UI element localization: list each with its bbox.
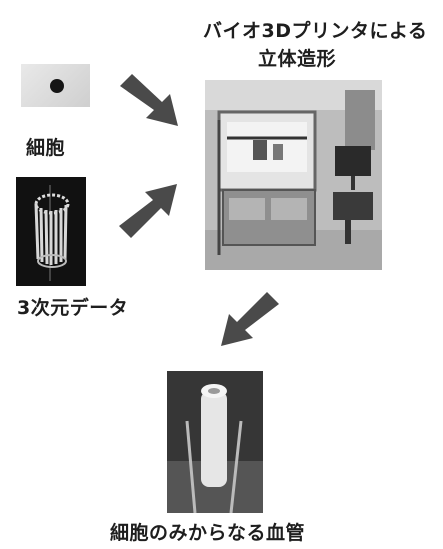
vessel-label: 細胞のみからなる血管 <box>110 522 306 544</box>
vessel-photo-icon <box>167 371 263 513</box>
cell-label: 細胞 <box>26 137 66 159</box>
arrow-data-to-printer-icon <box>119 184 177 238</box>
printer-image <box>205 80 382 270</box>
vessel-image <box>167 371 263 513</box>
printer-title-line1: バイオ3Dプリンタによる <box>203 20 428 42</box>
printer-title-line2: 立体造形 <box>258 48 337 70</box>
arrow-cell-to-printer-icon <box>120 74 178 126</box>
printer-photo-icon <box>205 80 382 270</box>
3d-data-label: 3次元データ <box>17 297 129 319</box>
cell-image <box>21 64 90 107</box>
cell-icon <box>50 79 64 93</box>
tube-model-icon <box>34 185 70 281</box>
3d-model-image <box>16 177 86 286</box>
arrow-printer-to-vessel-icon <box>221 292 279 346</box>
